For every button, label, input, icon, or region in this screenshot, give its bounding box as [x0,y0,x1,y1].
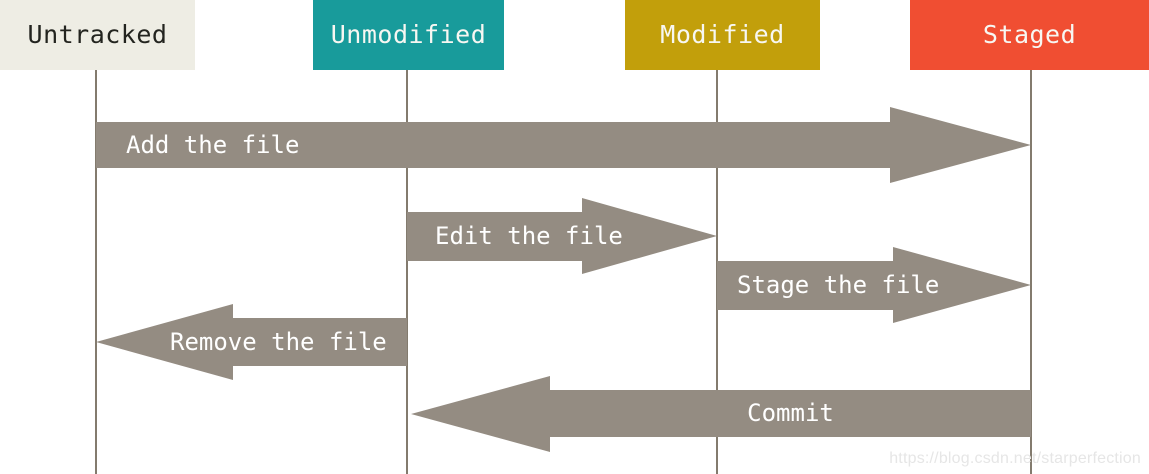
arrow-commit-label: Commit [747,399,834,427]
arrow-stage-the-file-label: Stage the file [737,271,940,299]
state-label-unmodified: Unmodified [330,20,487,49]
state-box-modified: Modified [625,0,820,70]
arrow-right-icon [893,247,1031,323]
watermark-url: https://blog.csdn.net/starperfection [889,450,1141,467]
connector-line-staged [1030,70,1032,474]
state-box-untracked: Untracked [0,0,195,70]
connector-line-untracked [95,70,97,474]
state-box-staged: Staged [910,0,1149,70]
arrow-commit-shaft [550,390,1031,437]
state-label-untracked: Untracked [27,20,168,49]
state-label-staged: Staged [982,20,1077,49]
connector-line-unmodified [406,70,408,474]
arrow-remove-the-file-shaft [233,318,407,366]
arrow-remove-the-file-label: Remove the file [170,328,387,356]
arrow-stage-the-file-shaft [717,261,893,310]
arrow-right-icon [582,198,717,274]
arrow-edit-the-file-shaft [407,212,582,261]
arrow-add-the-file-label: Add the file [126,131,300,159]
arrow-left-icon [96,304,233,380]
arrow-edit-the-file-label: Edit the file [435,222,623,250]
state-label-modified: Modified [660,20,785,49]
state-box-unmodified: Unmodified [313,0,504,70]
arrow-add-the-file-shaft [96,122,890,168]
arrow-right-icon [890,107,1031,183]
arrow-left-icon [411,376,550,452]
